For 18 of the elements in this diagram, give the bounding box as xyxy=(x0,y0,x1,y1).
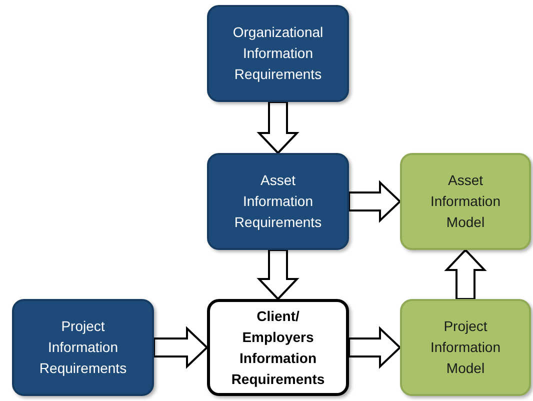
block-arrow xyxy=(444,248,487,300)
block-arrow xyxy=(348,326,402,369)
box-label: Client/ Employers Information Requirements xyxy=(230,306,326,389)
process-box xyxy=(12,299,154,396)
block-arrow xyxy=(256,249,300,300)
process-box xyxy=(207,5,349,102)
process-box xyxy=(207,299,349,396)
box-label: Asset Information Model xyxy=(429,171,502,232)
box-label: Organizational Information Requirements xyxy=(232,23,324,84)
box-label: Asset Information Requirements xyxy=(233,171,323,232)
process-box xyxy=(207,153,349,250)
block-arrow xyxy=(256,101,300,154)
box-label: Project Information Model xyxy=(429,317,502,378)
box-label: Project Information Requirements xyxy=(38,317,128,378)
process-box xyxy=(400,299,531,396)
process-box xyxy=(400,153,531,250)
block-arrow xyxy=(153,326,208,369)
block-arrow xyxy=(348,180,402,223)
